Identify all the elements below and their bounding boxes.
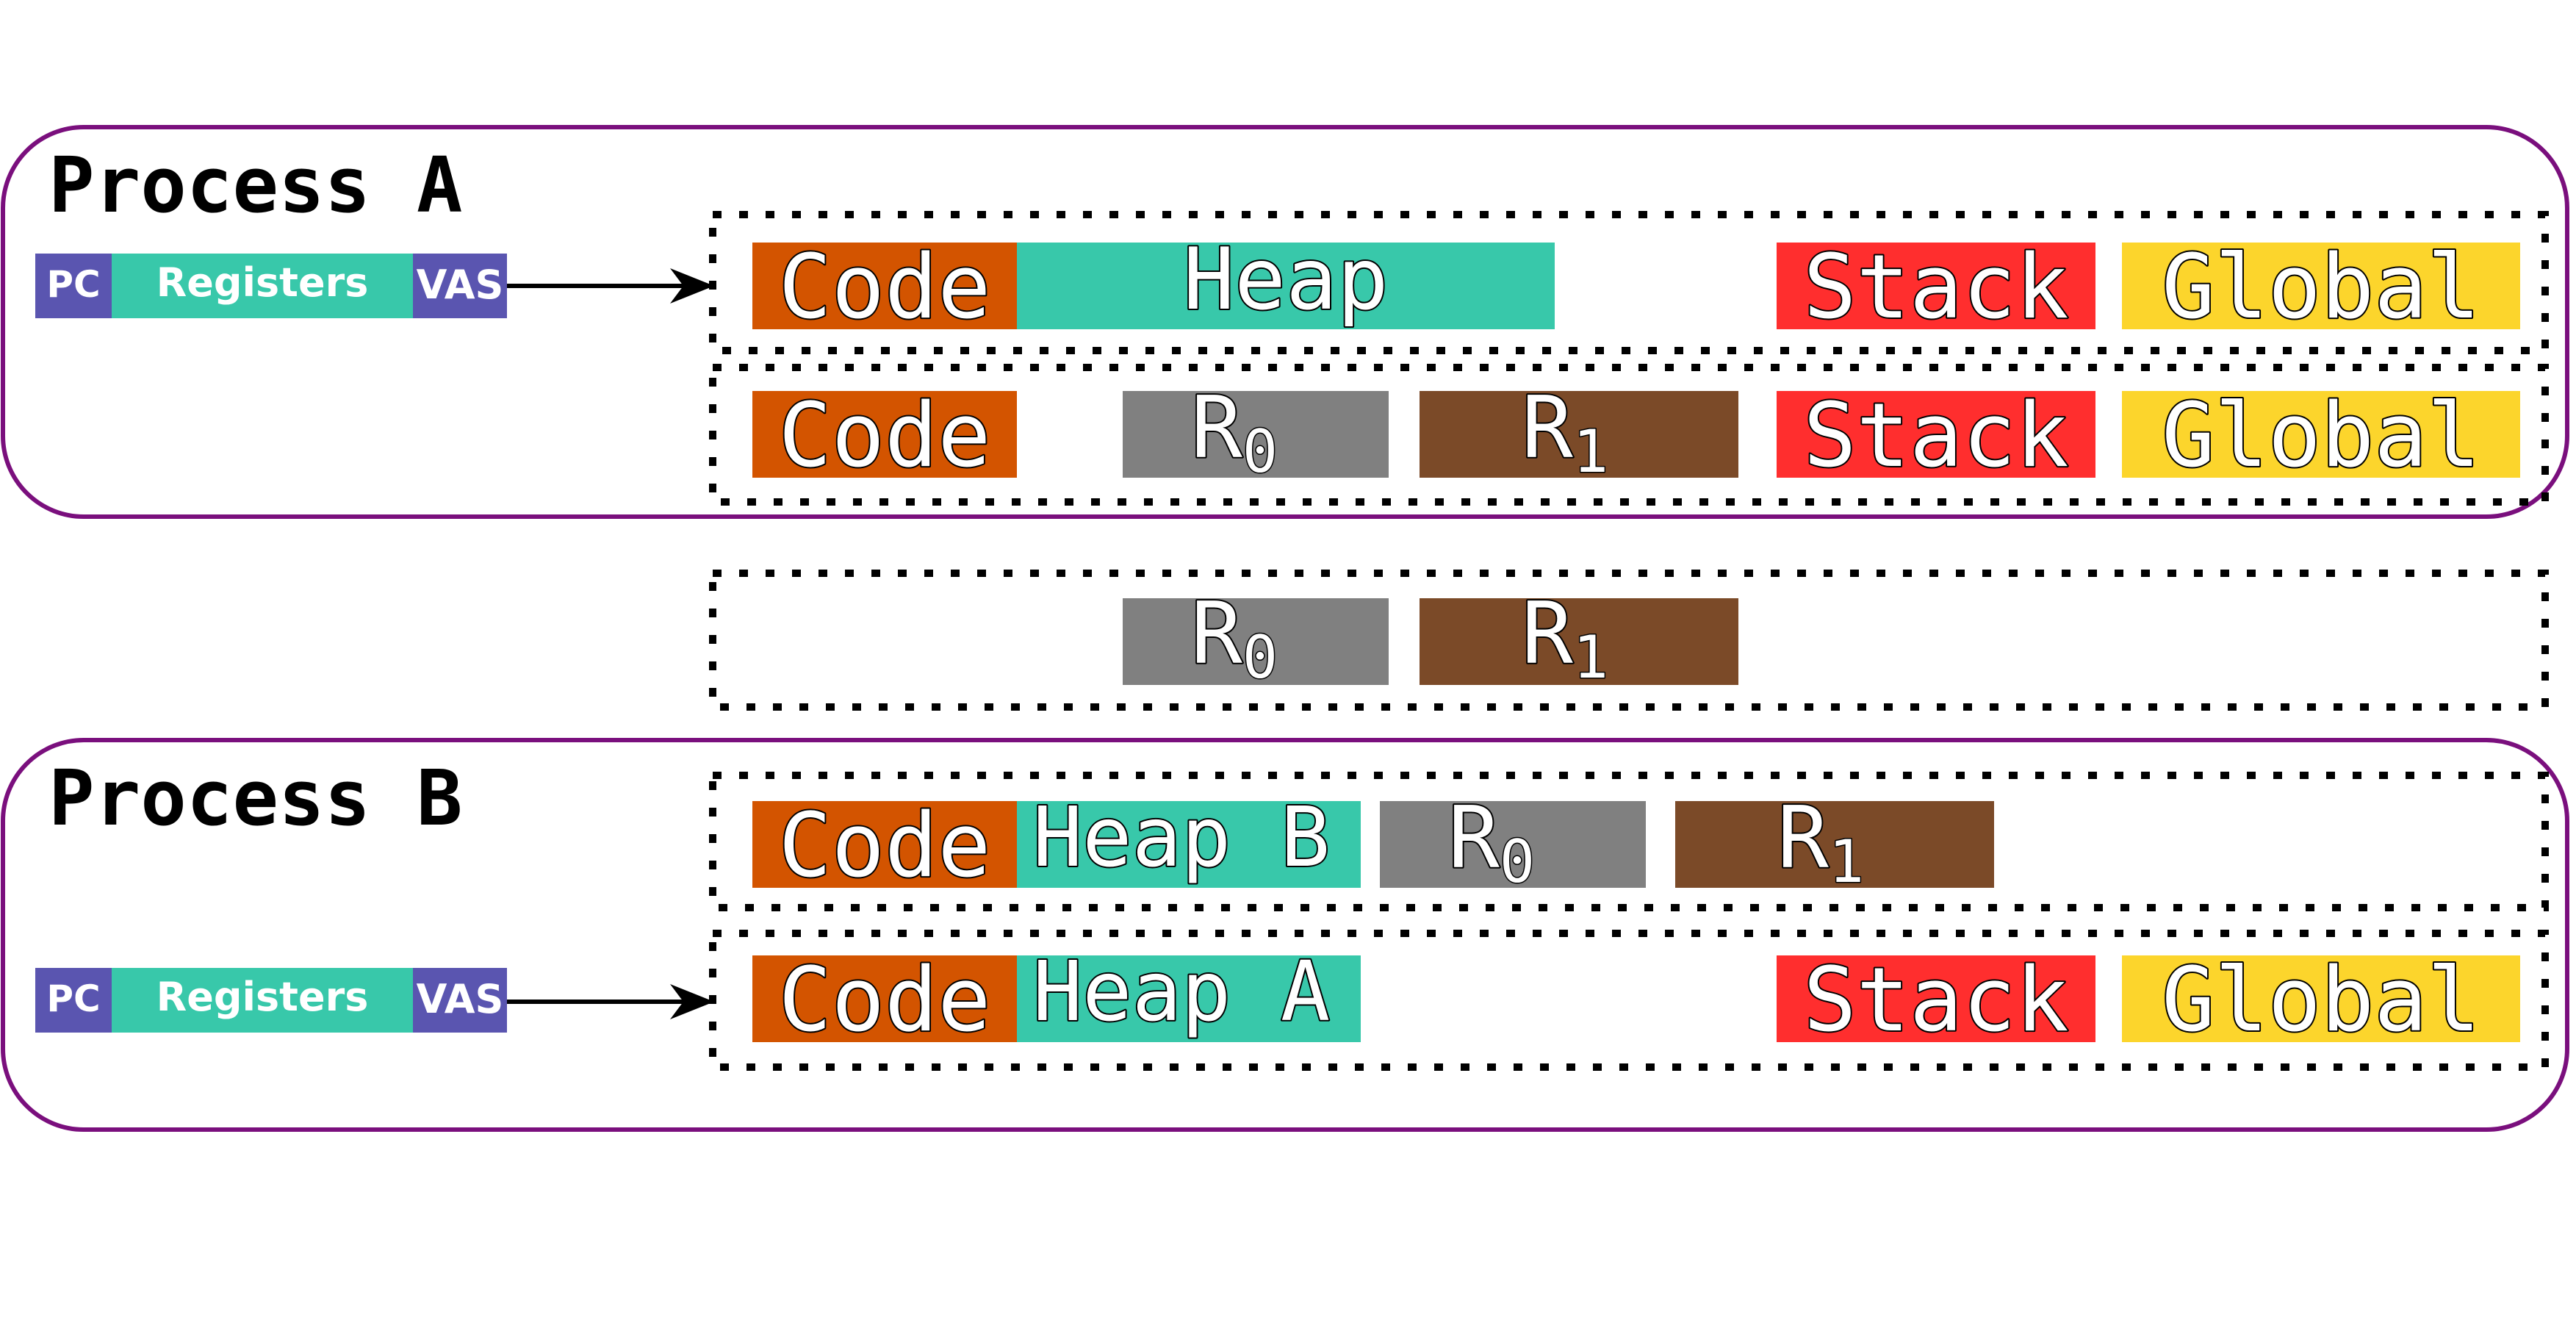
global-segment bbox=[2122, 243, 2520, 329]
code-label: Code bbox=[779, 385, 991, 487]
r0-segment bbox=[1123, 598, 1389, 685]
process-b-border bbox=[1, 738, 2569, 1132]
process-b-context: PC Registers VAS bbox=[35, 968, 507, 1033]
vas-label: VAS bbox=[417, 262, 504, 308]
pc-cell bbox=[35, 254, 112, 318]
r1-segment bbox=[1420, 391, 1738, 478]
r0-segment bbox=[1380, 801, 1646, 888]
r1-label: R1 bbox=[1522, 378, 1608, 486]
code-segment bbox=[752, 801, 1017, 888]
shared-region: R0 R1 bbox=[709, 570, 2549, 711]
process-a: Process A PC Registers VAS Code Heap Sta… bbox=[1, 125, 2569, 519]
r0-segment bbox=[1123, 391, 1389, 478]
r1-segment bbox=[1675, 801, 1994, 888]
process-b: Process B Code Heap B R0 R1 PC Registers… bbox=[1, 738, 2569, 1132]
vas-cell bbox=[413, 968, 507, 1033]
heap-a-segment bbox=[1017, 955, 1361, 1042]
registers-label: Registers bbox=[156, 974, 369, 1020]
code-segment bbox=[752, 955, 1017, 1042]
process-a-border bbox=[1, 125, 2569, 519]
stack-segment bbox=[1777, 391, 2095, 478]
heap-b-label: Heap B bbox=[1033, 790, 1331, 886]
process-a-vas-frame-2 bbox=[709, 364, 2549, 506]
heap-segment bbox=[1017, 243, 1555, 329]
heap-label: Heap bbox=[1183, 230, 1388, 329]
shared-region-frame bbox=[709, 570, 2549, 711]
code-label: Code bbox=[779, 950, 991, 1052]
process-a-vas-frame bbox=[709, 211, 2549, 354]
code-segment bbox=[752, 391, 1017, 478]
stack-segment bbox=[1777, 955, 2095, 1042]
process-b-vas-frame bbox=[709, 772, 2549, 911]
r1-label: R1 bbox=[1777, 789, 1864, 896]
stack-segment bbox=[1777, 243, 2095, 329]
code-label: Code bbox=[779, 237, 991, 339]
process-b-title: Process B bbox=[48, 753, 463, 843]
r1-segment bbox=[1420, 598, 1738, 685]
stack-label: Stack bbox=[1803, 385, 2068, 487]
process-a-context: PC Registers VAS bbox=[35, 254, 507, 318]
code-segment bbox=[752, 243, 1017, 329]
heap-b-segment bbox=[1017, 801, 1361, 888]
registers-cell bbox=[112, 254, 413, 318]
global-segment bbox=[2122, 955, 2520, 1042]
r0-label: R0 bbox=[1448, 789, 1535, 896]
global-label: Global bbox=[2162, 385, 2480, 487]
r0-label: R0 bbox=[1191, 378, 1278, 486]
vas-cell bbox=[413, 254, 507, 318]
r0-label: R0 bbox=[1191, 584, 1278, 692]
stack-label: Stack bbox=[1803, 950, 2068, 1052]
pc-label: PC bbox=[46, 977, 100, 1020]
pc-cell bbox=[35, 968, 112, 1033]
stack-label: Stack bbox=[1803, 237, 2068, 339]
global-label: Global bbox=[2162, 950, 2480, 1052]
code-label: Code bbox=[779, 795, 991, 897]
r1-label: R1 bbox=[1522, 584, 1608, 692]
heap-a-label: Heap A bbox=[1033, 944, 1331, 1040]
process-b-vas-frame-2 bbox=[709, 930, 2549, 1071]
registers-label: Registers bbox=[156, 259, 369, 306]
vas-label: VAS bbox=[417, 976, 504, 1022]
process-a-title: Process A bbox=[48, 140, 463, 230]
registers-cell bbox=[112, 968, 413, 1033]
global-segment bbox=[2122, 391, 2520, 478]
global-label: Global bbox=[2162, 237, 2480, 339]
pc-label: PC bbox=[46, 263, 100, 306]
